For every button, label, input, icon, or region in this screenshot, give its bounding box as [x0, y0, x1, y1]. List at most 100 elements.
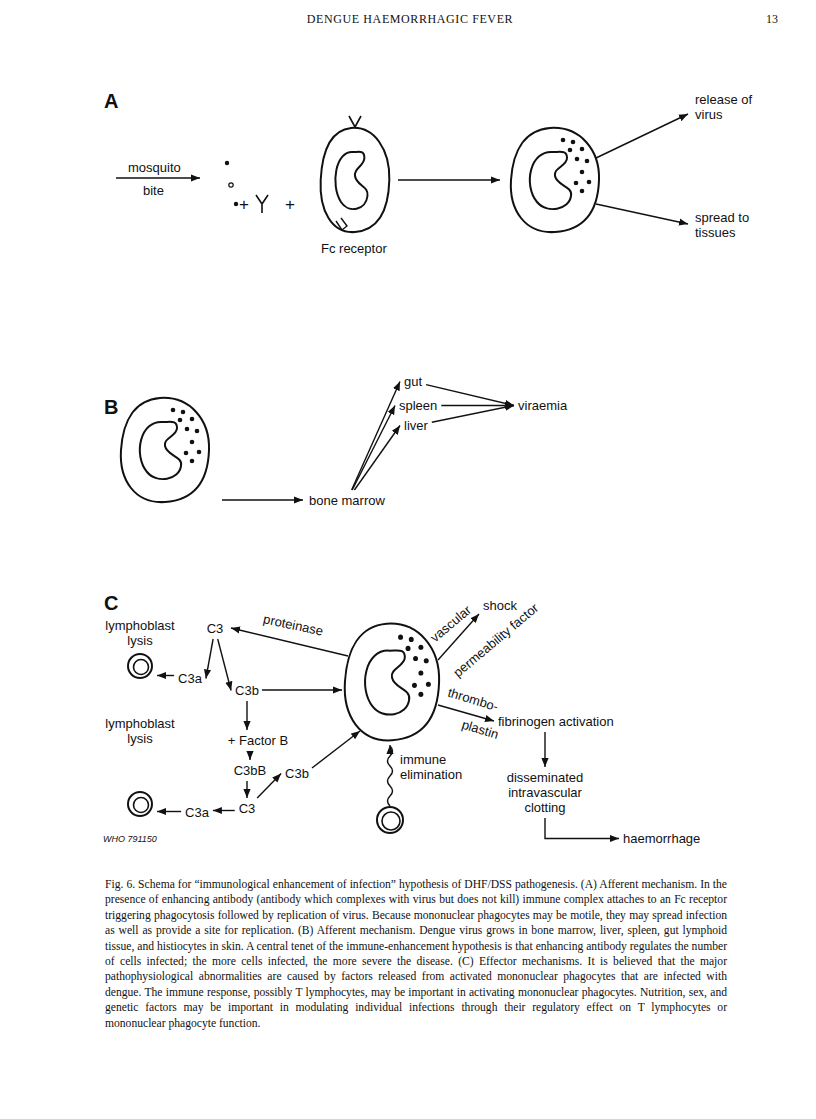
lymphocyte-nucleus [382, 812, 400, 830]
panel-letter: C [104, 592, 118, 614]
text-node: C3 [206, 621, 225, 636]
text-label: Fc receptor [321, 241, 387, 256]
text-node: C3a [184, 805, 210, 820]
text-node: haemorrhage [622, 831, 701, 846]
text-node: C3 [238, 801, 257, 816]
arrow-label: vascular [427, 602, 474, 645]
process-arrow [222, 499, 303, 500]
running-header: DENGUE HAEMORRHAGIC FEVER [307, 12, 513, 26]
text-node: spleen [398, 398, 438, 413]
entry-arrow [116, 177, 200, 178]
node-text: C3a [185, 805, 209, 820]
arrow-connector [354, 426, 400, 491]
text-node: viraemia [517, 398, 568, 413]
binding-arrow [262, 689, 342, 690]
binding-arrow [312, 731, 360, 768]
cell-node: lymphoblast lysis [104, 618, 175, 680]
node-text: haemorrhage [623, 831, 700, 846]
lymphocyte-cell [377, 807, 403, 833]
arrow-label: proteinase [262, 611, 325, 638]
arrow-connector [157, 675, 174, 676]
arrow-connector [441, 405, 514, 406]
antibody-symbol [256, 195, 268, 213]
node-text: fibrinogen activation [498, 714, 614, 729]
arrow-connector [206, 639, 213, 679]
text-label: + [239, 196, 249, 214]
node-text: C3b [235, 683, 259, 698]
text-label: 13 [766, 12, 778, 26]
text-node: C3a [177, 671, 203, 686]
infected-cell [121, 398, 209, 502]
node-text: liver [404, 418, 428, 433]
text-node: fibrinogen activation [497, 714, 615, 729]
arrow-connector [544, 732, 545, 767]
infected-cell [345, 624, 439, 741]
text-node: + Factor B [227, 733, 289, 748]
node-text: C3 [207, 621, 224, 636]
text-node: C3b [234, 683, 260, 698]
virus-particle [234, 202, 238, 206]
wavy-arrow [388, 745, 393, 806]
arrow-connector [213, 810, 235, 811]
cell-outline [128, 654, 152, 678]
arrow-label: plastin [460, 717, 500, 742]
node-text: disseminated intravascular clotting [507, 770, 584, 815]
phagocyte-cell [321, 128, 390, 232]
text-node: shock [482, 598, 518, 613]
cell-nucleus [134, 798, 149, 813]
node-text: bone marrow [309, 493, 385, 508]
virus-particle [225, 161, 229, 165]
node-text: C3b [285, 766, 309, 781]
node-text: gut [404, 374, 422, 389]
virus-particle [229, 183, 233, 187]
text-label: immune elimination [400, 752, 462, 782]
panel-letter: A [104, 90, 118, 112]
cell-outline [128, 792, 152, 816]
arrow-connector [218, 639, 231, 691]
arrow-connector [545, 818, 619, 839]
node-text: lymphoblast lysis [105, 618, 174, 648]
arrow-connector [246, 781, 247, 798]
text-label: bite [143, 183, 164, 198]
figure-caption: Fig. 6. Schema for “immunological enhanc… [105, 877, 727, 1031]
arrow-connector [246, 701, 247, 730]
text-node: liver [403, 418, 429, 433]
node-text: C3bB [234, 763, 267, 778]
node-text: C3 [239, 801, 256, 816]
arrow-connector [352, 406, 395, 491]
node-text: spleen [399, 398, 437, 413]
text-label: release of virus [695, 92, 753, 122]
node-text: shock [483, 598, 517, 613]
infected-cell [511, 128, 599, 232]
arrow-connector [249, 751, 250, 760]
cell-node: lymphoblast lysis [104, 716, 175, 818]
arrow-connector [432, 406, 514, 423]
node-text: C3a [178, 671, 202, 686]
fc-receptor-notch [336, 218, 347, 230]
proteinase-arrow [231, 628, 348, 656]
arrow-connector [352, 382, 400, 491]
text-label: + [285, 196, 295, 214]
lymphoblast-cell [126, 652, 154, 680]
panel-letter: B [104, 396, 118, 418]
outcome-arrow [596, 204, 688, 224]
outcome-arrow [596, 114, 688, 158]
lymphoblast-cell [126, 790, 154, 818]
cell-body [321, 128, 390, 232]
arrow-connector [426, 385, 514, 406]
text-node: gut [403, 374, 423, 389]
cell-nucleus [134, 660, 149, 675]
text-node: bone marrow [308, 493, 386, 508]
text-label: mosquito [128, 160, 181, 175]
node-text: lymphoblast lysis [105, 716, 174, 746]
bound-antibody [349, 116, 361, 127]
text-node: C3bB [233, 763, 268, 778]
process-arrow [398, 179, 500, 180]
text-node: C3b [284, 766, 310, 781]
text-label: WHO 791150 [103, 834, 157, 845]
text-label: spread to tissues [695, 210, 761, 240]
arrow-connector [157, 811, 181, 812]
node-text: + Factor B [228, 733, 288, 748]
node-text: viraemia [518, 398, 567, 413]
